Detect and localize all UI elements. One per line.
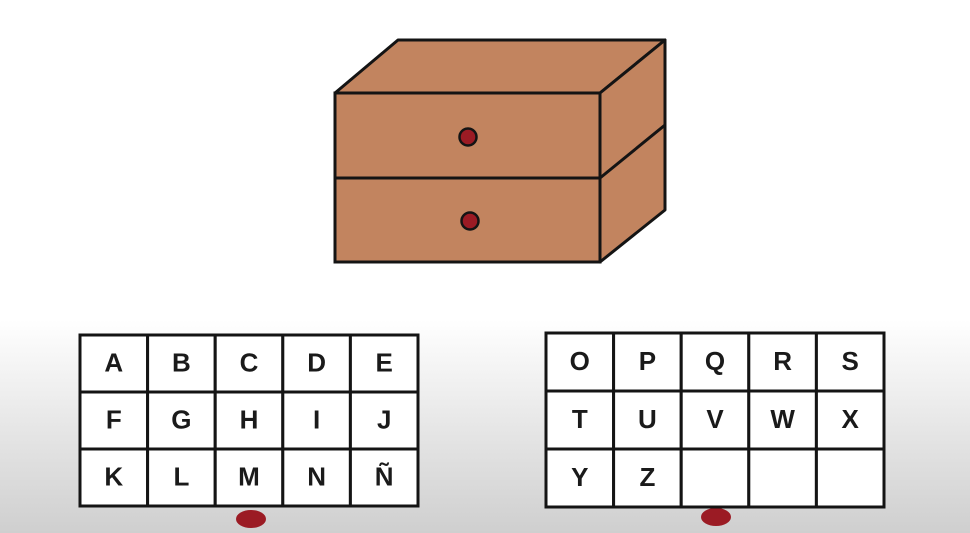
letter-cell: Ñ bbox=[348, 447, 420, 508]
right-letter-drawer: O P Q R S T U V W X Y Z bbox=[544, 331, 886, 526]
letter-label: F bbox=[106, 404, 122, 434]
letter-label: Y bbox=[571, 462, 588, 492]
letter-cell: R bbox=[747, 331, 818, 393]
letter-label: X bbox=[842, 404, 860, 434]
letter-cell: P bbox=[612, 331, 683, 393]
letter-cell: C bbox=[213, 333, 285, 394]
letter-cell: U bbox=[612, 389, 683, 451]
bottom-drawer-knob[interactable] bbox=[460, 211, 480, 231]
letter-label: Z bbox=[639, 462, 655, 492]
letter-cell: S bbox=[814, 331, 886, 393]
letter-cell-box bbox=[544, 331, 616, 393]
left-letter-grid: A B C D E F G H I J K L M N Ñ bbox=[78, 333, 420, 508]
letter-cell-box bbox=[78, 447, 150, 508]
letter-cell bbox=[679, 447, 751, 509]
letter-label: R bbox=[773, 346, 792, 376]
letter-cell-box bbox=[747, 389, 818, 451]
letter-cell: K bbox=[78, 447, 150, 508]
side-divider bbox=[599, 123, 666, 180]
letter-cell-box bbox=[213, 447, 285, 508]
letter-label: D bbox=[307, 347, 326, 377]
letter-cell: Z bbox=[612, 447, 683, 509]
letter-cell bbox=[747, 447, 818, 509]
dresser bbox=[333, 38, 667, 264]
letter-label: B bbox=[172, 347, 191, 377]
letter-cell: H bbox=[213, 390, 285, 451]
letter-cell: I bbox=[281, 390, 352, 451]
letter-cell-box bbox=[146, 447, 217, 508]
letter-label: C bbox=[240, 347, 259, 377]
letter-cell: Y bbox=[544, 447, 616, 509]
letter-label: V bbox=[706, 404, 724, 434]
letter-cell: M bbox=[213, 447, 285, 508]
letter-cell: V bbox=[679, 389, 751, 451]
letter-label: N bbox=[307, 461, 326, 491]
letter-cell: D bbox=[281, 333, 352, 394]
letter-cell: N bbox=[281, 447, 352, 508]
letter-label: J bbox=[377, 404, 391, 434]
letter-cell-box bbox=[747, 331, 818, 393]
letter-cell: G bbox=[146, 390, 217, 451]
letter-cell: L bbox=[146, 447, 217, 508]
top-drawer-knob[interactable] bbox=[458, 127, 478, 147]
letter-label: U bbox=[638, 404, 657, 434]
letter-cell: X bbox=[814, 389, 886, 451]
left-drawer-knob[interactable] bbox=[236, 510, 266, 528]
left-letter-drawer: A B C D E F G H I J K L M N Ñ bbox=[78, 333, 420, 528]
letter-cell: B bbox=[146, 333, 217, 394]
letter-cell: Q bbox=[679, 331, 751, 393]
letter-cell: F bbox=[78, 390, 150, 451]
letter-cell-box bbox=[213, 390, 285, 451]
letter-label: O bbox=[570, 346, 590, 376]
letter-cell: A bbox=[78, 333, 150, 394]
letter-label: K bbox=[104, 461, 123, 491]
letter-cell: T bbox=[544, 389, 616, 451]
letter-cell-box bbox=[612, 447, 683, 509]
letter-cell-box bbox=[814, 389, 886, 451]
letter-cell-box bbox=[78, 390, 150, 451]
letter-cell: E bbox=[348, 333, 420, 394]
letter-label: H bbox=[240, 404, 259, 434]
letter-label: E bbox=[376, 347, 393, 377]
letter-label: A bbox=[104, 347, 123, 377]
letter-label: I bbox=[313, 404, 320, 434]
letter-cell-box bbox=[348, 390, 420, 451]
letter-cell-box bbox=[679, 389, 751, 451]
letter-cell: O bbox=[544, 331, 616, 393]
letter-label: S bbox=[842, 346, 859, 376]
letter-cell-box bbox=[679, 447, 751, 509]
letter-cell: W bbox=[747, 389, 818, 451]
letter-label: P bbox=[639, 346, 656, 376]
letter-label: Ñ bbox=[375, 461, 394, 491]
letter-cell: J bbox=[348, 390, 420, 451]
letter-label: M bbox=[238, 461, 260, 491]
letter-cell bbox=[814, 447, 886, 509]
letter-label: Q bbox=[705, 346, 725, 376]
letter-label: L bbox=[173, 461, 189, 491]
letter-cell-box bbox=[348, 447, 420, 508]
letter-label: G bbox=[171, 404, 191, 434]
letter-cell-box bbox=[544, 389, 616, 451]
letter-cell-box bbox=[78, 333, 150, 394]
letter-label: T bbox=[572, 404, 588, 434]
letter-cell-box bbox=[612, 331, 683, 393]
right-letter-grid: O P Q R S T U V W X Y Z bbox=[544, 331, 886, 509]
letter-label: W bbox=[770, 404, 795, 434]
right-drawer-knob[interactable] bbox=[701, 508, 731, 526]
letter-cell-box bbox=[348, 333, 420, 394]
letter-cell-box bbox=[281, 447, 352, 508]
letter-cell-box bbox=[814, 447, 886, 509]
letter-cell-box bbox=[747, 447, 818, 509]
